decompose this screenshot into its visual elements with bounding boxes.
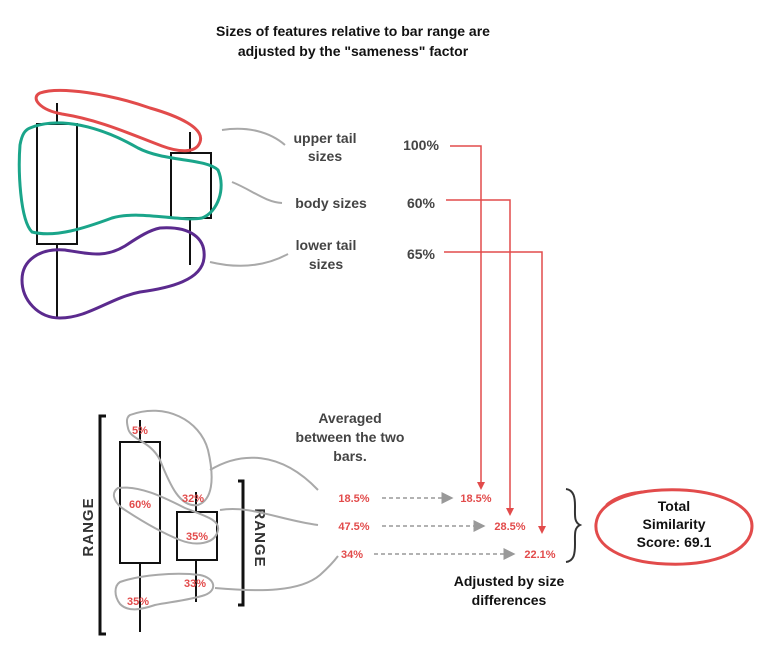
averaged-line-1: Averaged (318, 410, 381, 426)
left-body (36, 123, 78, 245)
bottom-lower-outline (114, 572, 215, 611)
curly-brace (565, 488, 583, 563)
total-line-2: Similarity (642, 516, 705, 532)
factor-body: 60% (407, 195, 436, 211)
label-upper-tail-2: sizes (308, 148, 342, 164)
total-score-outline-stroke (605, 490, 649, 506)
pct-right-body: 35% (186, 531, 208, 543)
left-range-label: RANGE (80, 497, 97, 556)
avg-lower-value: 34% (341, 549, 363, 561)
bottom-body-outline (112, 486, 220, 545)
avg-upper-value: 18.5% (338, 493, 369, 505)
label-lower-tail-1: lower tail (296, 237, 357, 253)
bottom-candlesticks: RANGE RANGE (80, 414, 268, 636)
label-body-sizes: body sizes (295, 195, 367, 211)
label-upper-tail-1: upper tail (293, 130, 356, 146)
adj-upper-value: 18.5% (460, 493, 491, 505)
label-lower-tail-2: sizes (309, 256, 343, 272)
averaged-line-2: between the two (296, 429, 405, 445)
connector-avg-upper (209, 456, 319, 491)
left-range-bracket (98, 414, 106, 636)
adj-body-value: 28.5% (494, 521, 525, 533)
total-line-1: Total (658, 498, 690, 514)
arrow-lower-factor (444, 251, 543, 530)
pct-left-lower: 35% (127, 596, 149, 608)
arrow-upper-factor (450, 145, 482, 486)
arrow-lower-head (538, 526, 546, 534)
total-line-3: Score: 69.1 (637, 534, 712, 550)
right-range-bracket (238, 479, 245, 607)
title-line-2: adjusted by the "sameness" factor (238, 43, 469, 59)
pct-right-upper: 32% (182, 493, 204, 505)
adjusted-caption-1: Adjusted by size (454, 573, 565, 589)
bottom-upper-outline (125, 409, 213, 507)
connector-body (231, 181, 283, 204)
title-line-1: Sizes of features relative to bar range … (216, 23, 490, 39)
factor-upper-tail: 100% (403, 137, 439, 153)
arrow-upper-head (477, 482, 485, 490)
avg-body-value: 47.5% (338, 521, 369, 533)
connector-lower (209, 253, 289, 267)
averaged-line-3: bars. (333, 448, 366, 464)
arrow-body-factor (446, 199, 511, 512)
arrow-body-head (506, 508, 514, 516)
bottom-left-body (119, 441, 161, 564)
connector-avg-body (219, 508, 319, 526)
adjusted-caption-2: differences (472, 592, 547, 608)
bottom-right-body (176, 511, 218, 561)
right-range-label: RANGE (251, 508, 268, 567)
pct-left-body: 60% (129, 499, 151, 511)
factor-lower-tail: 65% (407, 246, 436, 262)
body-outline (17, 121, 223, 236)
pct-right-lower: 33% (184, 578, 206, 590)
adj-lower-value: 22.1% (524, 549, 555, 561)
total-score-outline (594, 488, 754, 566)
upper-tail-outline (34, 88, 203, 153)
top-candlesticks (36, 103, 212, 318)
lower-tail-outline (20, 226, 206, 320)
pct-left-upper: 5% (132, 425, 148, 437)
connector-upper (221, 127, 286, 146)
connector-avg-lower (214, 555, 339, 592)
